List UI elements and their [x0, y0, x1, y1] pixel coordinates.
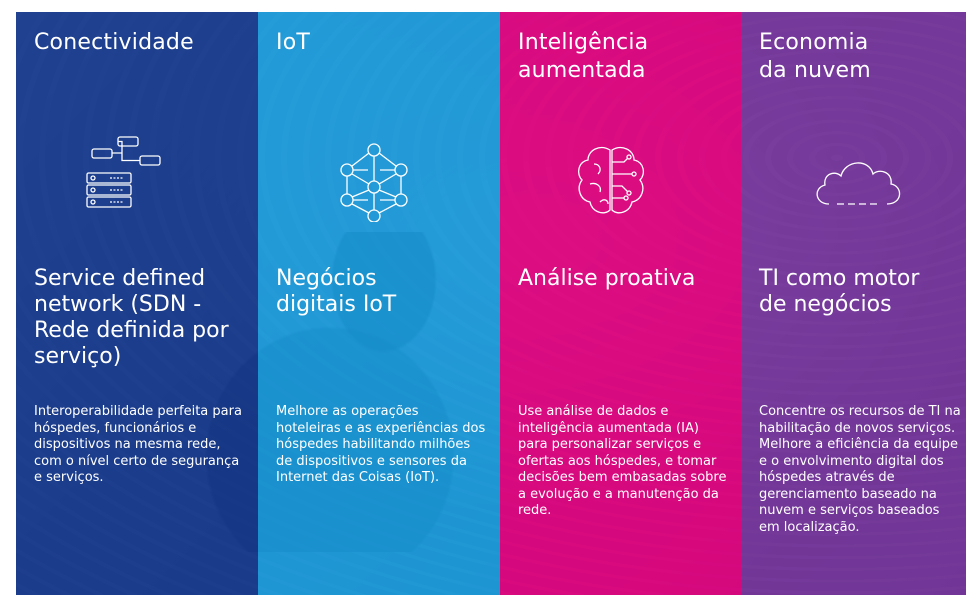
cloud-icon — [736, 152, 966, 242]
column-body: Use análise de dados e inteligência aume… — [518, 404, 727, 518]
network-servers-icon — [16, 130, 248, 220]
column-heading: Negócios digitais IoT — [276, 266, 397, 317]
column-heading: TI como motor de negócios — [759, 266, 920, 317]
column-title: Inteligência aumentada — [518, 30, 649, 83]
column-body: Concentre os recursos de TI na habilitaç… — [759, 404, 961, 535]
column-title: Economia da nuvem — [759, 30, 871, 83]
infographic: Conectividade Service defined network (S… — [16, 12, 966, 595]
column-inteligencia: Inteligência aumentada Análise proativa … — [500, 12, 741, 595]
column-title: IoT — [276, 30, 310, 55]
column-body: Melhore as operações hoteleiras e as exp… — [276, 404, 486, 485]
column-nuvem: Economia da nuvem TI como motor de negóc… — [741, 12, 966, 595]
column-title: Conectividade — [34, 30, 194, 55]
column-heading: Service defined network (SDN - Rede defi… — [34, 266, 229, 369]
column-heading: Análise proativa — [518, 266, 696, 291]
column-iot: IoT Negócios digitais IoT Melhore as ope… — [258, 12, 500, 595]
column-conectividade: Conectividade Service defined network (S… — [16, 12, 258, 595]
brain-circuit-icon — [490, 140, 731, 230]
node-graph-icon — [253, 142, 495, 232]
column-body: Interoperabilidade perfeita para hóspede… — [34, 404, 242, 485]
